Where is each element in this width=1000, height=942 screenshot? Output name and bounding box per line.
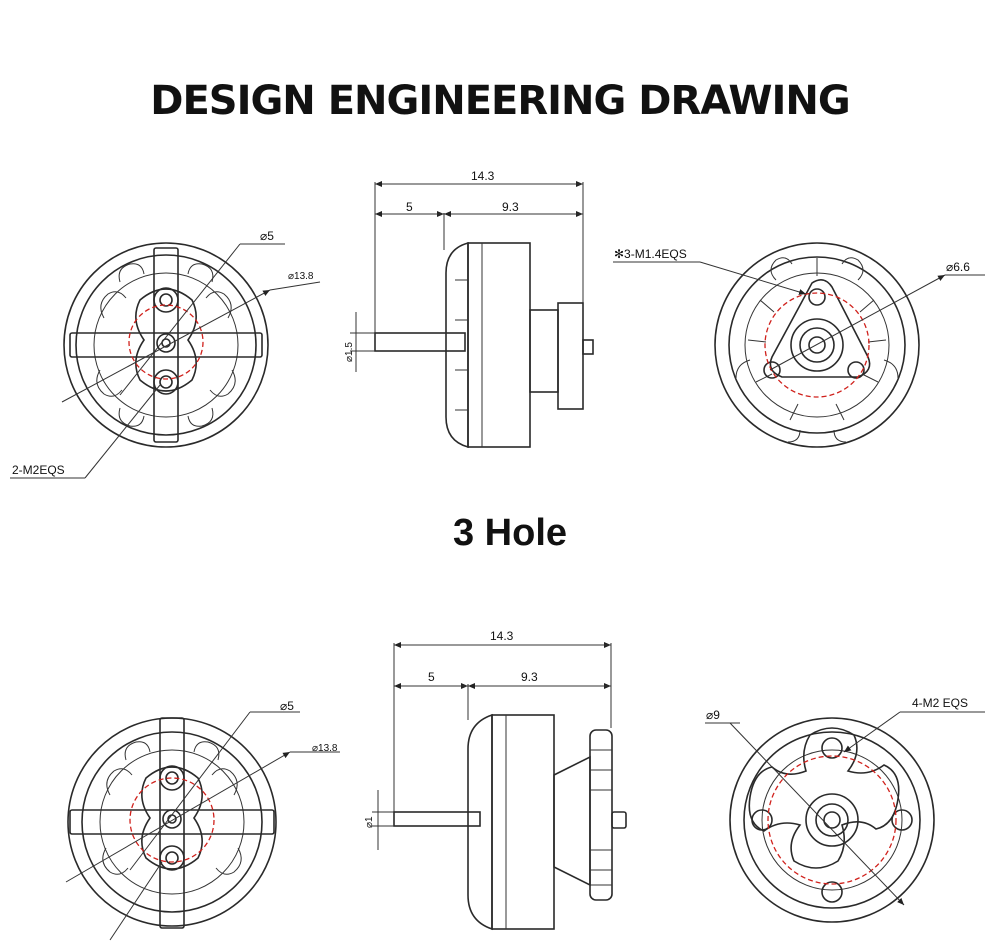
dim-dia9: ⌀9 — [706, 708, 720, 722]
section-label: 3 Hole — [452, 512, 568, 554]
bottom-side-view: 14.3 5 9.3 ⌀1 — [364, 629, 627, 931]
dim-total-top: 14.3 — [471, 169, 495, 183]
dim-total-bottom: 14.3 — [490, 629, 514, 643]
bottom-left-view: ⌀5 ⌀13.8 — [65, 699, 340, 941]
label-3-m1-4eqs: ✻3-M1.4EQS — [614, 247, 687, 261]
top-right-view: ✻3-M1.4EQS ⌀6.6 — [613, 242, 985, 448]
top-left-view: ⌀5 ⌀13.8 2-M2EQS — [10, 229, 321, 479]
bottom-right-view: ⌀9 4-M2 EQS — [705, 696, 985, 923]
dim-dia5-top: ⌀5 — [260, 229, 274, 243]
dim-shaft-dia-top: ⌀1.5 — [344, 342, 355, 362]
dim-dia13-8-bottom: ⌀13.8 — [312, 743, 338, 754]
top-side-view: 14.3 5 9.3 ⌀1.5 — [344, 169, 594, 449]
label-2-m2eqs: 2-M2EQS — [12, 463, 65, 477]
dim-shaft-bottom: 5 — [428, 670, 435, 684]
dim-dia5-bottom: ⌀5 — [280, 699, 294, 713]
label-4-m2-eqs: 4-M2 EQS — [912, 696, 968, 710]
dim-body-bottom: 9.3 — [521, 670, 538, 684]
dim-dia13-8-top: ⌀13.8 — [288, 271, 314, 282]
dim-shaft-top: 5 — [406, 200, 413, 214]
dim-dia6-6: ⌀6.6 — [946, 260, 970, 274]
drawing-title: DESIGN ENGINEERING DRAWING — [150, 78, 851, 124]
dim-shaft-dia-bottom: ⌀1 — [364, 816, 375, 828]
dim-body-top: 9.3 — [502, 200, 519, 214]
